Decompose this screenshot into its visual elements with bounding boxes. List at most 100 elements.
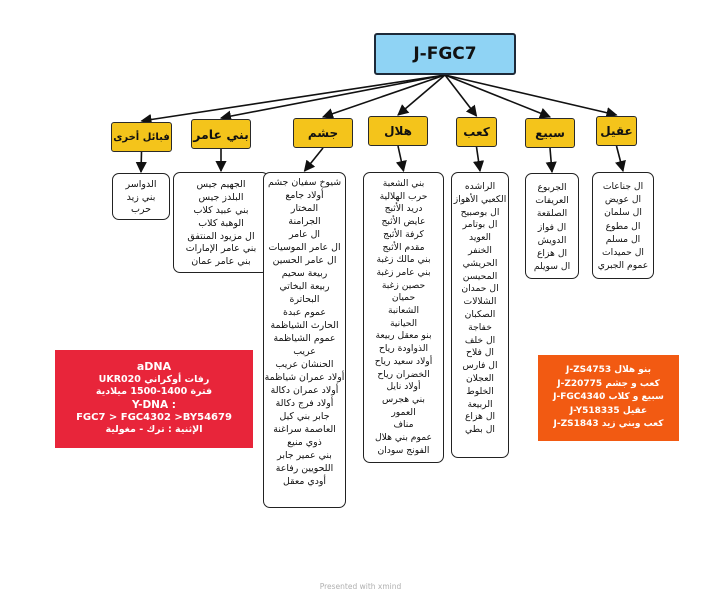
member-item: بني عمير جابر: [277, 450, 332, 461]
member-item: بني الشعبة: [382, 178, 425, 189]
member-item: العجلان: [466, 372, 494, 384]
adna-note-line: الإثنية : ترك - مغولية: [105, 424, 203, 436]
member-item: الحيانية: [389, 317, 418, 329]
member-item: أودي معقل: [283, 476, 327, 487]
member-item: بني عامر زغبة: [376, 266, 431, 278]
member-item: ال عامر الموسيات: [268, 242, 341, 253]
connector-arrow: [219, 74, 446, 122]
member-item: شيوخ سفيان جشم: [267, 177, 342, 188]
member-item: ال حمدان: [461, 283, 499, 295]
member-item: العريفات: [535, 195, 569, 207]
member-item: العمور: [391, 406, 416, 418]
member-item: ال جناعات: [602, 181, 644, 192]
snp-note-line: كعب و جشم J-Z20775: [557, 378, 660, 389]
footer-credit: Presented with xmind: [319, 582, 402, 591]
member-item: الدويش: [537, 234, 567, 246]
member-item: عموم بني هلال: [374, 432, 433, 444]
member-item: أولاد عمران دكالة: [270, 385, 339, 396]
member-item: ال عامر الحسين: [272, 255, 337, 266]
connector-arrow: [397, 74, 446, 116]
connector-arrow: [303, 147, 324, 172]
member-item: عموم الشياظمة: [273, 333, 336, 344]
member-item: أولاد نايل: [386, 381, 421, 393]
member-item: بنو معقل ربيعة: [375, 330, 432, 342]
member-item: أولاد عمران شياظمة: [264, 372, 345, 383]
member-item: حميان: [391, 292, 416, 304]
member-item: أولاد فرج دكالة: [275, 398, 334, 409]
member-item: الوهبة كلاب: [198, 217, 244, 229]
member-item: الدواسر: [125, 179, 157, 190]
tribe-node-jusham: جشم: [293, 118, 353, 148]
root-node: J-FGC7: [374, 33, 516, 75]
adna-note-line: رفات أوكراني UKR020: [98, 373, 210, 385]
adna-note: aDNA رفات أوكراني UKR020 فترة 1400-1500 …: [55, 350, 253, 448]
member-item: ربيعة سحيم: [281, 268, 328, 279]
member-item: ال فلاح: [466, 347, 494, 359]
snp-note-line: عقيل J-Y518335: [569, 405, 648, 416]
member-item: الذواودة رياح: [378, 343, 429, 355]
member-item: مقدم الأثبج: [382, 241, 425, 253]
member-item: اللحويين رفاعة: [275, 463, 334, 474]
member-item: بني مالك زغبة: [376, 254, 431, 266]
tribe-node-kaab: كعب: [456, 117, 497, 147]
adna-note-line: فترة 1400-1500 ميلادية: [95, 386, 213, 398]
member-item: بني عامر عمان: [191, 256, 251, 268]
tribe-node-subai: سبيع: [525, 118, 575, 148]
member-item: ال فارس: [462, 360, 498, 372]
member-item: ال مسلم: [605, 233, 641, 245]
member-item: الخنفر: [468, 244, 492, 256]
member-item: الجربوع: [537, 182, 567, 193]
member-item: كرفة الأثبج: [383, 228, 424, 240]
member-item: ال عامر: [288, 229, 321, 240]
member-item: الفونج سودان: [377, 444, 430, 456]
member-item: المحيسن: [462, 270, 498, 282]
adna-note-line: Y-DNA :: [132, 399, 176, 411]
member-item: حصين زغبة: [381, 279, 426, 291]
tribe-node-aqil: عقيل: [596, 116, 637, 146]
member-item: الصلقعة: [536, 208, 568, 220]
member-item: الجهيم جيس: [196, 179, 246, 190]
member-item: البحاترة: [289, 294, 320, 305]
member-item: ال سلمان: [604, 207, 642, 219]
member-item: ال هزاع: [464, 411, 496, 423]
member-item: ال هزاع: [536, 248, 568, 260]
member-item: ال سويلم: [533, 261, 571, 273]
member-item: ال بوصبيح: [460, 206, 500, 218]
member-item: الخضران رياح: [377, 368, 430, 380]
member-item: ربيعة البخاتي: [279, 281, 330, 292]
connector-arrow: [473, 146, 485, 173]
adna-note-line: aDNA: [136, 360, 172, 374]
member-item: ال حميدات: [602, 247, 644, 259]
member-item: أولاد جامع: [285, 190, 324, 201]
member-item: بني هجرس: [382, 393, 425, 405]
member-item: الشعانبة: [387, 305, 420, 317]
snp-note: بنو هلال J-ZS4753 كعب و جشم J-Z20775 سبي…: [538, 355, 679, 441]
member-item: بني زيد: [126, 191, 156, 203]
member-item: عموم عبدة: [283, 307, 326, 318]
adna-note-line: FGC7 > FGC4302 >BY54679: [76, 411, 232, 423]
member-item: خفاجة: [468, 321, 492, 333]
connector-arrow: [140, 74, 446, 126]
member-item: ال فواز: [537, 221, 567, 233]
member-item: بني عامر الإمارات: [185, 243, 257, 255]
member-item: المختار: [290, 203, 319, 214]
member-item: الحنشان عريب: [275, 359, 334, 370]
connector-arrow: [321, 74, 446, 120]
member-item: ذوي منيع: [287, 437, 322, 448]
member-item: البلدز جيس: [198, 191, 244, 203]
member-item: العاصمة سراغنة: [273, 424, 336, 435]
member-item: ال عويض: [604, 194, 642, 206]
snp-note-line: سبيع و كلاب J-FGC4340: [553, 392, 664, 403]
member-item: الراشده: [464, 181, 496, 192]
member-item: ال بوتامر: [462, 219, 498, 231]
member-item: الخلوط: [466, 385, 494, 397]
member-item: ال بطي: [465, 424, 495, 436]
connector-arrow: [615, 145, 626, 173]
member-item: دريد الأثبج: [384, 203, 423, 215]
member-item: ال مطوع: [605, 220, 641, 232]
